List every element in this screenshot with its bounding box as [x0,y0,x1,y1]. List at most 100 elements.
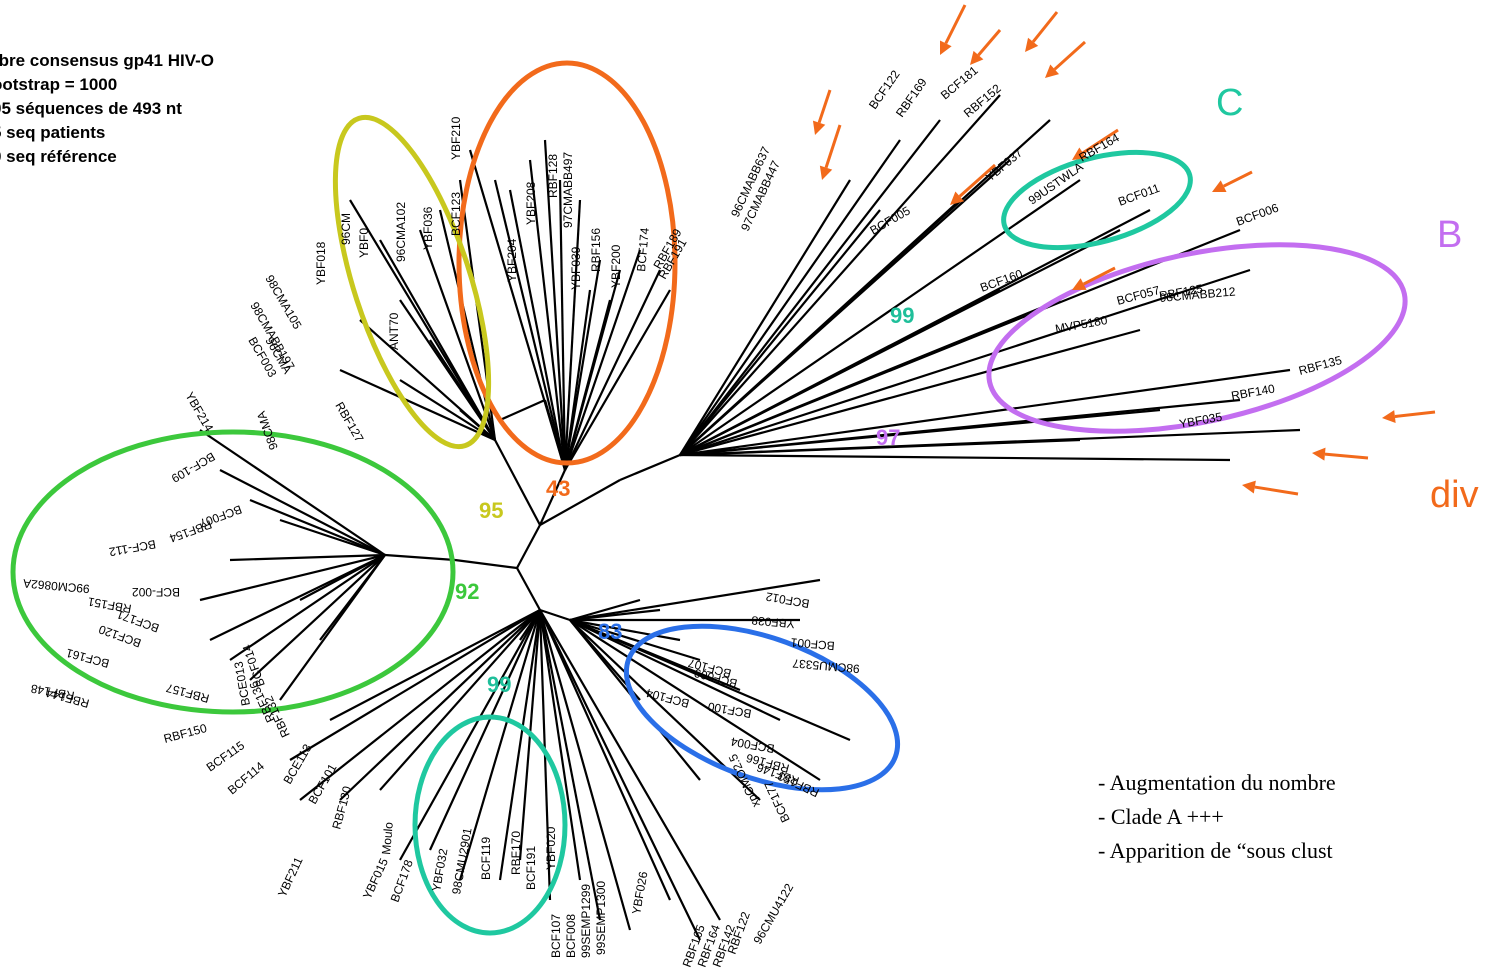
taxon-label-30: YBF039 [569,246,583,290]
taxon-label-79: BCF008 [564,914,578,958]
taxon-label-19: YBF035 [1178,410,1223,431]
taxon-label-98: 98CMU5337 [792,656,861,676]
arrow-shaft-10 [1394,410,1436,419]
clade-ellipse-yellow [332,114,492,450]
note-augmentation: - Augmentation du nombre [1098,770,1336,795]
leaf-branch-5 [679,209,881,456]
leaf-branch-2 [679,94,1001,456]
internal-branch-0 [516,524,541,569]
taxon-label-42: RBF127 [332,400,366,445]
leaf-branch-38 [418,229,497,441]
leaf-branch-7 [679,159,1011,456]
note-sous-clusters: - Apparition de “sous clust [1098,838,1333,863]
taxon-label-63: BCF115 [204,738,248,774]
internal-branch-1 [539,479,621,526]
leaf-branch-49 [279,518,386,557]
taxon-label-81: 99SEMP1300 [594,881,608,955]
leaf-branch-57 [299,554,386,601]
tree-title: rbre consensus gp41 HIV-O [0,51,215,70]
taxon-label-33: BCF174 [634,227,652,272]
arrow-head-8 [1212,180,1227,192]
arrow-head-6 [950,191,965,205]
taxon-label-2: BCF181 [938,63,981,102]
taxon-label-18: RBF140 [1230,381,1276,402]
leaf-branch-14 [679,328,1141,457]
taxon-label-25: YBF0 [357,228,371,258]
reference-seq-info: 0 seq référence [0,147,117,166]
clade-ellipses [10,60,1408,936]
taxon-label-49: BCF-002 [132,585,180,599]
taxon-label-101: BCF012 [764,589,810,610]
taxon-label-94: BCF104 [644,686,690,711]
taxon-label-100: YBF038 [751,613,796,631]
leaf-branch-56 [319,554,386,641]
leaf-branch-0 [679,139,901,456]
internal-branch-11 [499,398,546,422]
leaf-branch-72 [538,609,672,901]
arrow-head-4 [812,120,826,135]
arrow-head-12 [1242,480,1256,494]
leaf-branch-28 [563,199,582,471]
leaf-branch-83 [569,578,821,622]
taxon-label-31: RBF156 [589,228,603,272]
clade-b-letter: B [1437,214,1463,256]
arrow-head-9 [1072,278,1087,290]
taxon-label-41: ANT70 [387,312,401,350]
taxon-label-23: 96CMA102 [394,202,408,262]
taxon-label-15: 98CMABB212 [1159,284,1236,305]
arrow-shaft-11 [1324,452,1369,460]
taxon-label-70: YBF015 [360,856,391,902]
clade-ellipse-b [986,242,1408,434]
leaf-branch-15 [679,268,1251,457]
leaf-branch-1 [679,119,941,456]
leaf-branch-70 [538,609,602,921]
leaf-branch-27 [558,179,567,471]
internal-branch-4 [384,553,456,562]
arrow-shaft-0 [944,4,967,45]
arrow-head-3 [1045,64,1060,78]
taxon-label-13: BCF057 [1115,283,1161,308]
leaf-branch-58 [329,609,541,721]
leaf-branch-8 [679,179,1081,456]
leaf-branch-16 [679,368,1291,457]
taxon-label-67: RBF130 [329,784,354,830]
clade-c-letter: C [1216,82,1244,124]
bootstrap-value-5: 83 [598,619,622,644]
leaf-branch-66 [498,609,542,881]
leaf-branch-85 [569,608,661,622]
clade-ellipse-orange [456,60,678,466]
taxon-label-16: MVP5180 [1054,313,1109,336]
taxon-label-78: BCF107 [549,914,563,958]
leaf-branch-61 [339,609,541,801]
leaf-branch-60 [299,609,541,801]
taxon-label-27: 97CMABB497 [561,152,575,228]
taxon-label-10: BCF011 [1116,181,1162,209]
arrow-shaft-4 [817,89,832,124]
taxon-label-11: BCF006 [1234,200,1280,228]
leaf-branch-81 [569,618,741,692]
internal-branch-7 [539,608,571,622]
leaf-branch-13 [679,298,1061,457]
taxon-label-43: YBF214 [182,390,216,435]
taxon-label-72: YBF032 [429,847,450,892]
taxon-label-44: BCF-109 [169,449,218,485]
bootstrap-value-4: 92 [455,579,479,604]
leaf-branch-62 [379,609,541,791]
taxon-label-40: YBF018 [314,241,328,285]
taxon-label-71: BCF178 [388,858,416,904]
arrow-shaft-5 [824,124,842,169]
taxon-label-62: RBF150 [162,721,208,746]
leaf-branch-31 [563,249,642,471]
taxon-label-55: RBF157 [164,681,210,706]
taxon-label-47: RBF154 [167,517,213,545]
taxon-label-93: RBF153 [775,769,821,800]
internal-branch-12 [494,439,541,526]
taxon-label-66: BCF101 [305,761,339,806]
leaf-branch-69 [538,609,582,881]
clade-ellipse-green [10,429,456,715]
arrow-shaft-6 [958,163,996,198]
